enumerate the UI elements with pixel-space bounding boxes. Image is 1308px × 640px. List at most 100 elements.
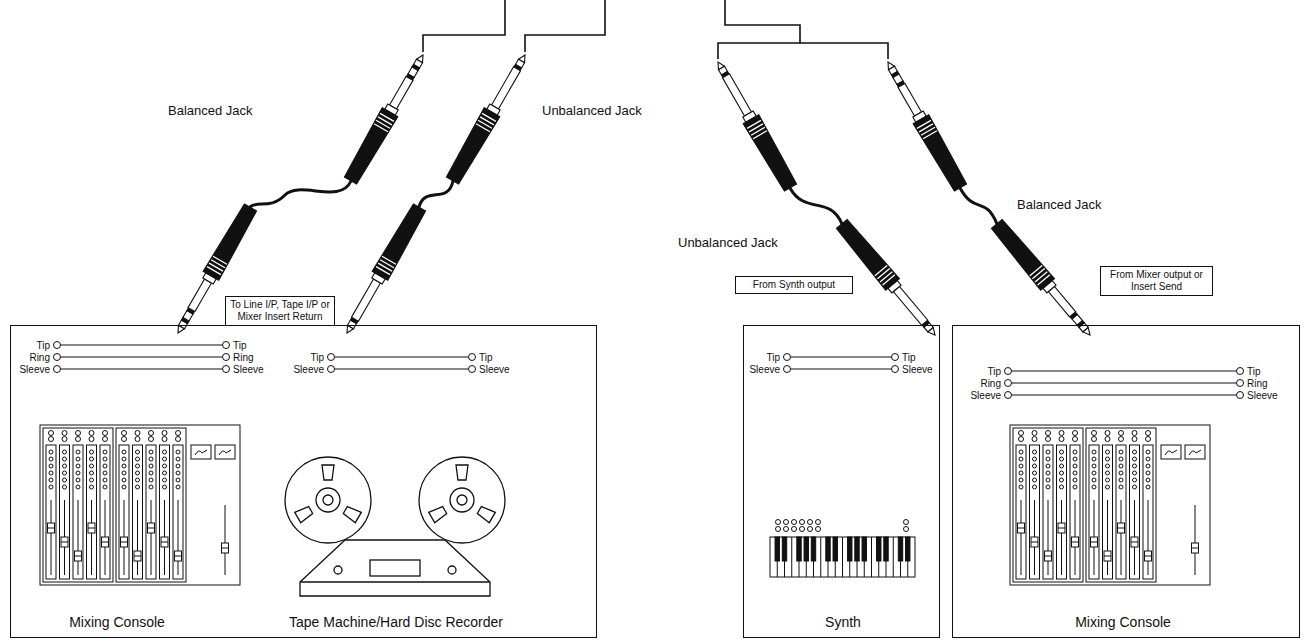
pin-label: Sleeve — [1247, 390, 1278, 401]
knob — [1046, 464, 1050, 468]
pin-label: Tip — [766, 352, 780, 363]
pin-label: Sleeve — [233, 364, 264, 375]
knob — [49, 485, 53, 489]
knob — [103, 464, 107, 468]
fader-track — [1061, 500, 1062, 575]
black-key — [797, 537, 801, 561]
jack-type-label: Unbalanced Jack — [678, 236, 778, 250]
knob — [162, 437, 167, 442]
pin-label: Tip — [987, 366, 1001, 377]
knob — [62, 431, 67, 436]
knob — [1132, 437, 1137, 442]
fader-mark — [1031, 542, 1038, 543]
knob — [122, 478, 126, 482]
knob — [1073, 471, 1077, 475]
knob — [90, 457, 94, 461]
knob — [62, 437, 67, 442]
pin-label: Sleeve — [479, 364, 510, 375]
knob — [1046, 457, 1050, 461]
knob — [103, 471, 107, 475]
knob — [89, 437, 94, 442]
knob — [1146, 471, 1150, 475]
fader-cap — [1058, 523, 1065, 533]
knob — [49, 437, 54, 442]
knob — [76, 437, 81, 442]
channel-strip — [133, 445, 143, 579]
channel-strip — [1116, 445, 1126, 579]
knob — [49, 471, 53, 475]
knob — [1106, 457, 1110, 461]
fader-cap — [1131, 537, 1138, 547]
knob — [784, 527, 789, 532]
knob — [103, 478, 107, 482]
fader-track — [78, 500, 79, 575]
knob — [1059, 437, 1064, 442]
knob — [135, 431, 140, 436]
fader-track — [1121, 500, 1122, 575]
knob — [122, 437, 127, 442]
knob — [176, 464, 180, 468]
knob — [1092, 457, 1096, 461]
knob — [1019, 457, 1023, 461]
black-key — [862, 537, 866, 561]
pin-label: Ring — [29, 352, 50, 363]
fader-cap — [1072, 537, 1079, 547]
unbalanced-jack — [445, 51, 533, 186]
channel-group — [43, 428, 113, 582]
knob — [1073, 450, 1077, 454]
meter-needle — [195, 450, 207, 455]
black-key — [804, 537, 808, 561]
channel-strip — [146, 445, 156, 579]
knob — [776, 527, 781, 532]
knob — [1019, 485, 1023, 489]
knob — [1046, 431, 1051, 436]
knob — [792, 527, 797, 532]
master-fader-track — [1195, 505, 1196, 575]
pin-label: Sleeve — [902, 364, 933, 375]
knob — [1032, 437, 1037, 442]
fader-mark — [102, 542, 109, 543]
black-key — [811, 537, 815, 561]
knob — [1046, 478, 1050, 482]
channel-strip — [46, 445, 56, 579]
knob — [904, 520, 909, 525]
knob — [1146, 457, 1150, 461]
channel-strip — [1103, 445, 1113, 579]
unbalanced-jack — [710, 58, 798, 193]
fader-mark — [61, 542, 68, 543]
fader-mark — [148, 528, 155, 529]
knob — [1019, 450, 1023, 454]
fader-mark — [75, 556, 82, 557]
knob — [90, 464, 94, 468]
knob — [63, 471, 67, 475]
mixing-console-drawing — [40, 425, 1210, 585]
knob — [1146, 478, 1150, 482]
fader-track — [91, 500, 92, 575]
knob — [1092, 464, 1096, 468]
fader-mark — [1045, 556, 1052, 557]
knob — [176, 471, 180, 475]
pin-label: Sleeve — [293, 364, 324, 375]
knob — [800, 527, 805, 532]
knob — [1133, 485, 1137, 489]
knob — [1106, 485, 1110, 489]
knob — [149, 457, 153, 461]
fader-cap — [61, 537, 68, 547]
knob — [103, 485, 107, 489]
knob — [163, 457, 167, 461]
fader-cap — [121, 537, 128, 547]
master-fader-track — [225, 505, 226, 575]
fader-cap — [134, 551, 141, 561]
knob — [1092, 431, 1097, 436]
knob — [49, 457, 53, 461]
knob — [89, 431, 94, 436]
knob — [103, 450, 107, 454]
knob — [149, 471, 153, 475]
mixing-console-symbol — [40, 425, 240, 585]
black-key — [877, 537, 881, 561]
fader-cap — [1018, 523, 1025, 533]
master-fader-cap — [222, 543, 229, 553]
knob — [76, 464, 80, 468]
fader-mark — [1145, 556, 1152, 557]
knob — [1092, 437, 1097, 442]
